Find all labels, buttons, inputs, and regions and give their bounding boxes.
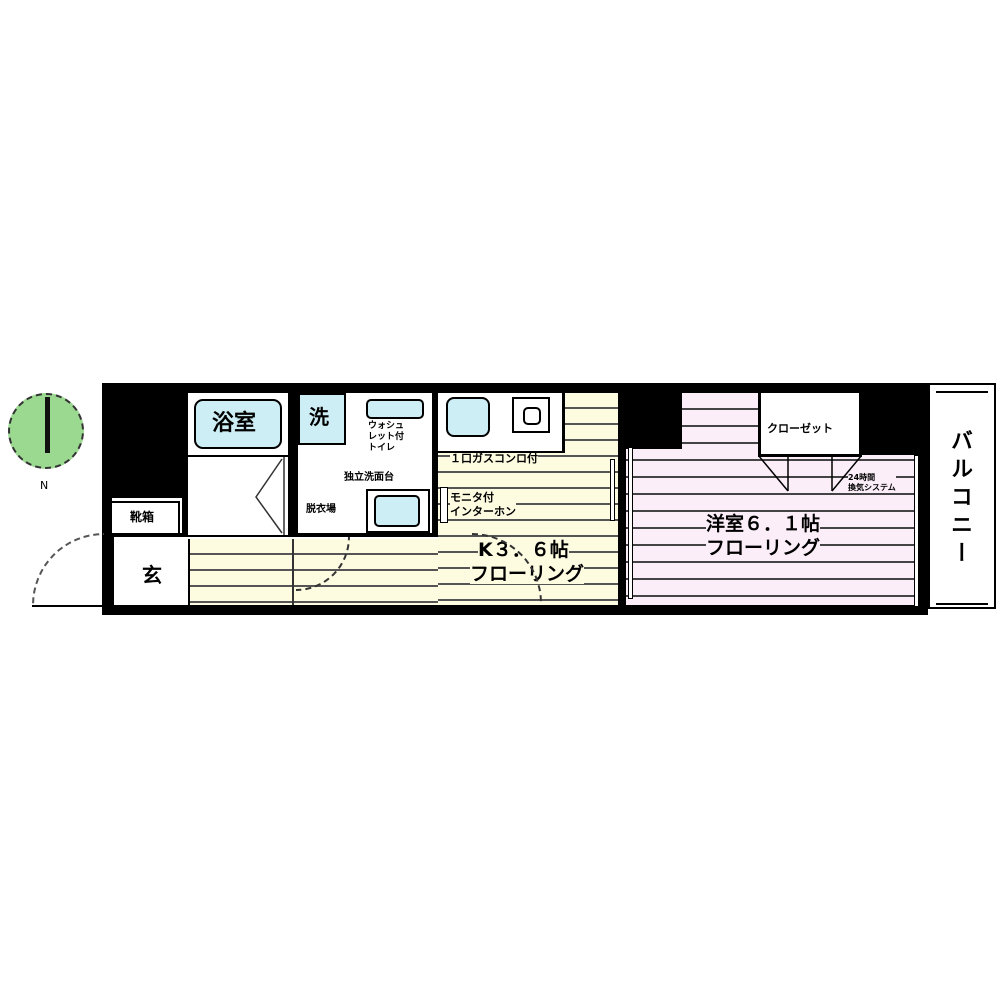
wall-bath-right bbox=[288, 383, 298, 533]
vanity-counter bbox=[366, 489, 430, 533]
wall-corridor-top bbox=[288, 533, 438, 537]
wall-top bbox=[102, 383, 928, 393]
toilet-fixture bbox=[366, 399, 424, 419]
compass-icon bbox=[8, 393, 84, 469]
western-room-title: 洋室６．１帖 bbox=[706, 513, 821, 535]
shoe-box: 靴箱 bbox=[110, 501, 180, 535]
vanity-label: 独立洗面台 bbox=[344, 472, 394, 483]
dressing-label: 脱衣場 bbox=[306, 504, 336, 515]
intercom-label: モニタ付 インターホン bbox=[450, 491, 516, 519]
wall-kitchen-right bbox=[618, 383, 626, 615]
closet-doors-icon[interactable] bbox=[758, 455, 862, 495]
wall-balcony bbox=[918, 383, 928, 615]
column-left bbox=[102, 383, 182, 498]
entrance-label: 玄 bbox=[142, 563, 162, 587]
bathtub: 浴室 bbox=[194, 399, 282, 449]
corridor-divider bbox=[292, 539, 294, 605]
stove-label: １口ガスコンロ付 bbox=[450, 452, 538, 465]
north-needle-icon bbox=[45, 397, 50, 453]
bath-door-area bbox=[188, 455, 288, 535]
vanity-sink bbox=[374, 495, 420, 527]
gas-stove bbox=[512, 397, 550, 433]
burner-icon bbox=[523, 407, 541, 425]
intercom-icon[interactable] bbox=[440, 487, 448, 523]
kitchen-sink bbox=[446, 397, 490, 437]
balcony-inner bbox=[936, 391, 988, 605]
floor-plan: 靴箱 玄 浴室 洗 ウォシュ レット付 トイレ 独立洗面台 脱衣場 bbox=[32, 383, 1000, 615]
kitchen-counter bbox=[438, 393, 565, 453]
wall-left bbox=[102, 383, 112, 615]
folding-door-icon[interactable] bbox=[246, 457, 286, 535]
toilet-label: ウォシュ レット付 トイレ bbox=[368, 421, 405, 453]
closet[interactable]: クローゼット bbox=[758, 393, 862, 457]
washer-label: 洗 bbox=[309, 405, 329, 429]
wall-kitchen-left bbox=[432, 383, 438, 533]
entrance: 玄 bbox=[112, 537, 188, 605]
western-door-frame bbox=[628, 447, 633, 599]
kitchen-door-frame bbox=[610, 459, 615, 521]
ventilation-label: 24時間 換気システム bbox=[848, 473, 896, 493]
wall-shoebox-bottom bbox=[102, 533, 292, 537]
closet-label: クローゼット bbox=[767, 422, 833, 435]
column-western-right bbox=[862, 383, 918, 455]
toilet-dressing-area: ウォシュ レット付 トイレ 独立洗面台 脱衣場 bbox=[306, 393, 432, 533]
compass-north-label: N bbox=[40, 479, 49, 492]
western-room-flooring: フローリング bbox=[706, 537, 821, 559]
bath-label: 浴室 bbox=[212, 411, 257, 436]
wall-bath-left bbox=[182, 383, 188, 533]
column-western-left bbox=[626, 383, 682, 449]
balcony-label: バルコニー bbox=[947, 429, 972, 569]
balcony: バルコニー bbox=[928, 383, 996, 609]
washer-space: 洗 bbox=[298, 393, 346, 445]
entrance-door[interactable] bbox=[32, 533, 104, 607]
wall-bottom bbox=[102, 605, 928, 615]
bathroom: 浴室 bbox=[188, 393, 288, 453]
shoe-box-label: 靴箱 bbox=[130, 510, 155, 524]
